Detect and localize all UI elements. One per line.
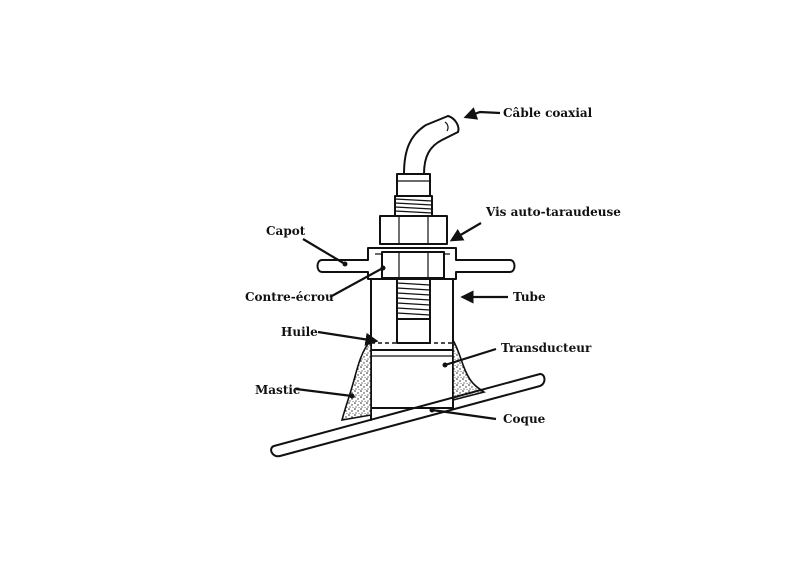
label-cap: Capot: [266, 224, 306, 238]
label-mastic: Mastic: [255, 383, 301, 397]
coaxial-cable: [403, 115, 460, 175]
hull: [270, 373, 546, 458]
mastic-right: [452, 337, 486, 402]
upper-thread: [394, 195, 433, 217]
transducer: [370, 349, 454, 409]
label-cable: Câble coaxial: [503, 106, 593, 120]
leader-lines: [295, 107, 508, 421]
gland-nut: [396, 173, 431, 197]
locknut: [381, 251, 445, 279]
label-screw: Vis auto-taraudeuse: [486, 205, 621, 219]
label-locknut: Contre-écrou: [245, 290, 334, 304]
stem: [396, 318, 431, 344]
label-tube: Tube: [513, 290, 546, 304]
lower-thread: [396, 278, 431, 320]
mastic-left: [340, 337, 372, 422]
upper-nut: [379, 215, 448, 245]
label-hull: Coque: [503, 412, 546, 426]
label-oil: Huile: [281, 325, 318, 339]
label-transducer: Transducteur: [501, 341, 592, 355]
